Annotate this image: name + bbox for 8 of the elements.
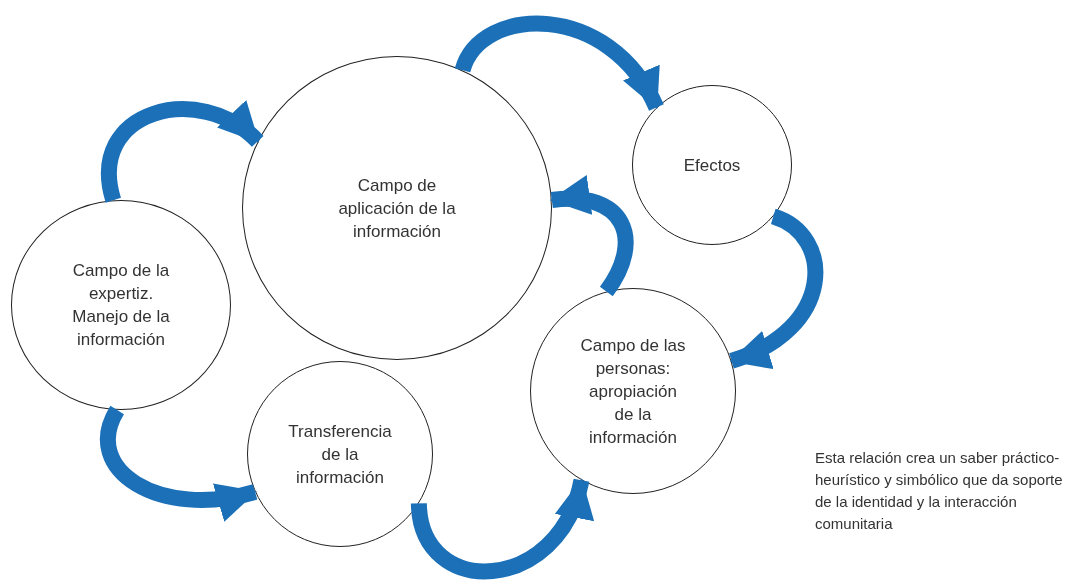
node-label: Campo de la expertiz. Manejo de la información bbox=[71, 260, 171, 351]
note-text: Esta relación crea un saber práctico-heurístico y simbólico que da soporte de la identidad y la interacción comunitaria bbox=[815, 448, 1064, 534]
curved-arrow bbox=[549, 177, 634, 296]
node-label: Efectos bbox=[682, 154, 742, 177]
node-label: Transferencia de la información bbox=[287, 420, 393, 489]
node-label: Campo de aplicación de la información bbox=[337, 174, 457, 243]
curved-arrow bbox=[410, 477, 591, 580]
node-label: Campo de las personas: apropiación de la información bbox=[579, 334, 687, 449]
